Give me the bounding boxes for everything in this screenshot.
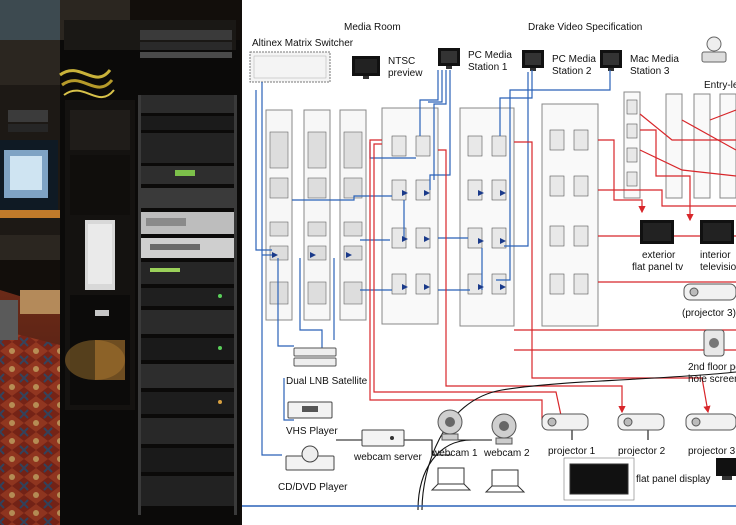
- vhs-player-icon: [287, 401, 333, 419]
- cddvd-label: CD/DVD Player: [278, 482, 348, 493]
- ntsc-monitor-icon: [352, 56, 380, 79]
- laptop-2-icon: [484, 469, 526, 493]
- entry-camera-icon: [701, 36, 727, 63]
- pc1-label-1: PC Media: [468, 50, 512, 61]
- interior-tv-label-2: television: [700, 262, 736, 273]
- media-room-heading: Media Room: [344, 22, 401, 33]
- exterior-tv-label-1: exterior: [642, 250, 676, 261]
- webcam-server-label: webcam server: [353, 452, 422, 463]
- edge-panels: [665, 93, 736, 199]
- exterior-tv-icon: [640, 220, 674, 244]
- pc2-label-2: Station 2: [552, 66, 592, 77]
- dvd-player-icon: [285, 445, 335, 471]
- pc2-label-1: PC Media: [552, 54, 596, 65]
- mac-station-3-icon: [600, 50, 622, 71]
- pc1-label-2: Station 1: [468, 62, 508, 73]
- flat-panel-label: flat panel display: [636, 474, 711, 485]
- projector-2-icon: [617, 413, 665, 431]
- interior-tv-label-1: interior: [700, 250, 731, 261]
- media-room-panels: [265, 109, 367, 321]
- projector-3-lower-icon: [685, 413, 736, 431]
- ntsc-label-1: NTSC: [388, 56, 415, 67]
- interior-tv-icon: [700, 220, 734, 244]
- ntsc-label-2: preview: [388, 68, 423, 79]
- wiring-diagram: Media Room Drake Video Specification Alt…: [242, 0, 736, 525]
- peephole-label-2: hole screen: [688, 374, 736, 385]
- webcam-2-icon: [491, 413, 517, 445]
- projector-3-label: projector 3: [688, 446, 736, 457]
- matrix-switcher-icon: [249, 51, 331, 83]
- satellite-receiver-icon: [293, 347, 337, 367]
- peephole-label-1: 2nd floor pee: [688, 362, 736, 373]
- webcam-1-icon: [437, 409, 463, 441]
- webcam-2-label: webcam 2: [483, 448, 530, 459]
- video-lines: [255, 70, 611, 456]
- mac3-label-1: Mac Media: [630, 54, 679, 65]
- flat-panel-display-icon: [563, 457, 635, 501]
- webcam-1-label: webcam 1: [431, 448, 478, 459]
- pc-station-1-icon: [438, 48, 460, 69]
- vhs-label: VHS Player: [286, 426, 338, 437]
- pc-station-2-icon: [522, 50, 544, 71]
- entry-label: Entry-le: [704, 80, 736, 91]
- webcam-server-icon: [361, 429, 405, 447]
- projector-2-label: projector 2: [618, 446, 666, 457]
- satellite-label: Dual LNB Satellite: [286, 376, 368, 387]
- projector-3-paren-label: (projector 3): [682, 308, 736, 319]
- peephole-icon: [703, 329, 725, 357]
- projector-3-upper-icon: [683, 283, 736, 301]
- equipment-rack-photo: [0, 0, 242, 525]
- blue-arrows: [272, 190, 506, 290]
- spec-heading: Drake Video Specification: [528, 22, 642, 33]
- exterior-tv-label-2: flat panel tv: [632, 262, 683, 273]
- projector-1-icon: [541, 413, 589, 431]
- switcher-label: Altinex Matrix Switcher: [252, 38, 354, 49]
- laptop-1-icon: [430, 467, 472, 491]
- mac3-label-2: Station 3: [630, 66, 670, 77]
- edge-monitor-icon: [716, 458, 736, 480]
- projector-1-label: projector 1: [548, 446, 596, 457]
